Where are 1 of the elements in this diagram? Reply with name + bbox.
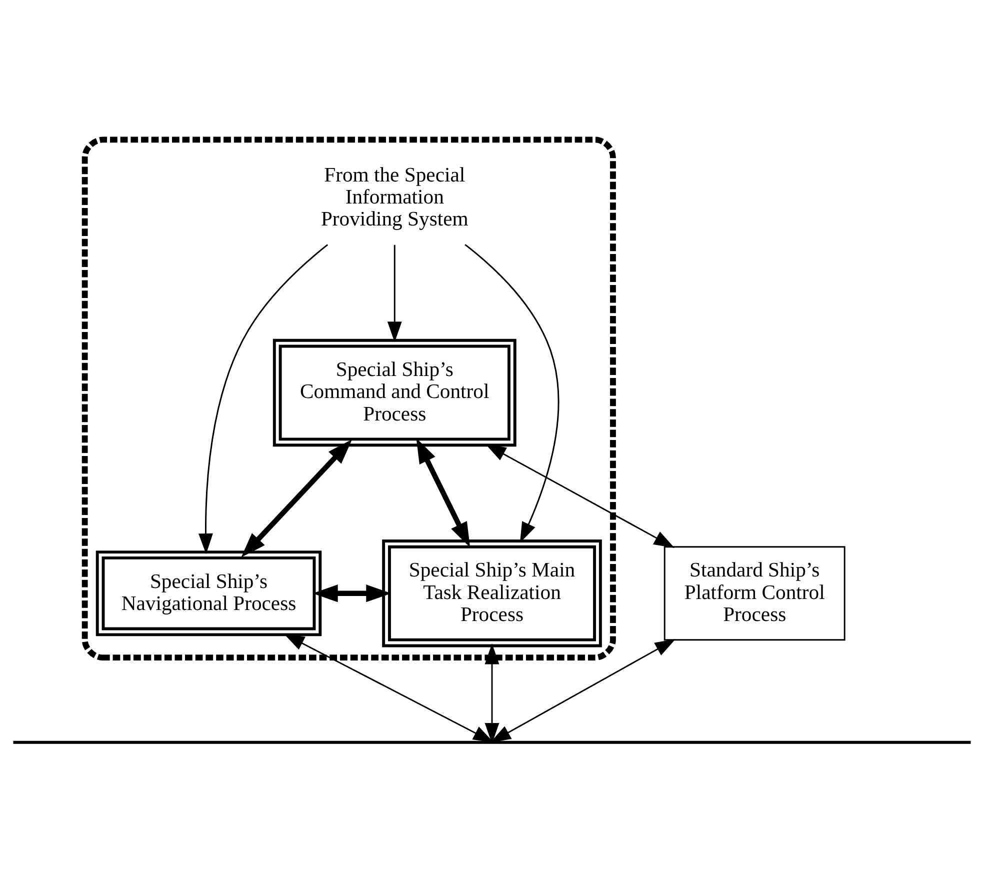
node-text: From the Special Information Providing System xyxy=(320,164,468,231)
